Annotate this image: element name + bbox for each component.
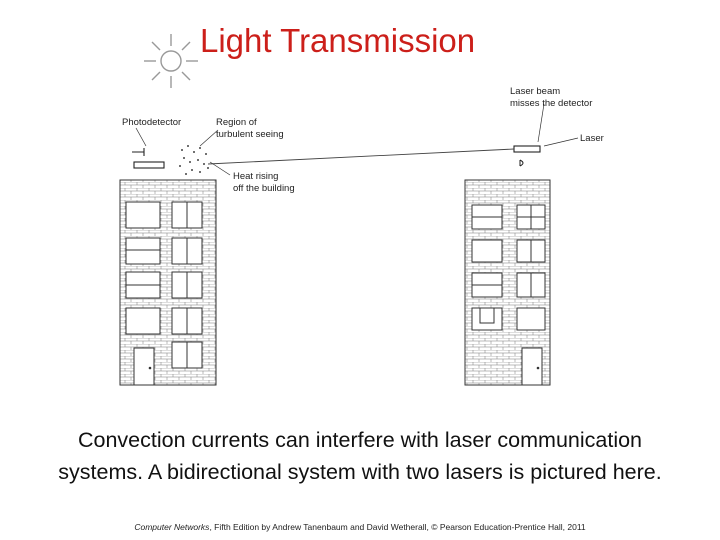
- label-miss-line1: Laser beam: [510, 86, 560, 97]
- laser-beam: [207, 148, 515, 165]
- caption: Convection currents can interfere with l…: [0, 424, 720, 488]
- label-miss-line2: misses the detector: [510, 98, 592, 109]
- laser-device: [513, 145, 541, 153]
- right-building: [464, 145, 551, 386]
- credit-book-title: Computer Networks: [134, 522, 210, 532]
- left-building: [119, 145, 217, 386]
- label-region-line2: turbulent seeing: [216, 129, 284, 140]
- label-photodetector: Photodetector: [122, 117, 181, 128]
- label-laser: Laser: [580, 133, 604, 144]
- annotation-arrows: [135, 103, 579, 176]
- photodetector-device: [133, 161, 165, 169]
- caption-line-1: Convection currents can interfere with l…: [77, 428, 643, 452]
- credit-line: Computer Networks, Fifth Edition by Andr…: [0, 522, 720, 532]
- laser-diagram: Photodetector Region of turbulent seeing…: [119, 86, 604, 386]
- credit-text: , Fifth Edition by Andrew Tanenbaum and …: [209, 522, 586, 532]
- sun-icon: [144, 34, 198, 88]
- caption-line-2: systems. A bidirectional system with two…: [58, 460, 662, 484]
- slide-title: Light Transmission: [200, 22, 476, 59]
- label-region-line1: Region of: [216, 117, 257, 128]
- label-heat-line1: Heat rising: [233, 171, 278, 182]
- label-heat-line2: off the building: [233, 183, 295, 194]
